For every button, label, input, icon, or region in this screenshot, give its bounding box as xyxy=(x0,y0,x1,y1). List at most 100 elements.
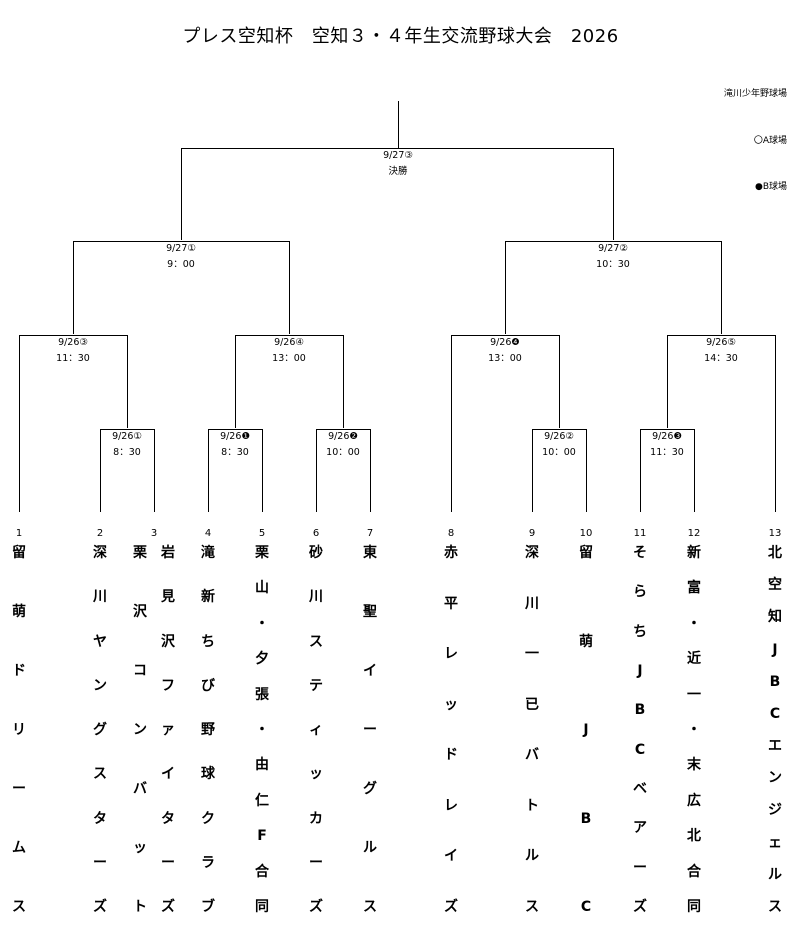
team-name-char: 張 xyxy=(255,686,269,703)
r1-5-bracket xyxy=(640,429,695,512)
team-name-char: 由 xyxy=(255,757,269,774)
team-name-char: 平 xyxy=(444,595,458,612)
team-name-char: 滝 xyxy=(201,545,215,561)
team-name-char: ッ xyxy=(133,840,147,856)
team-name-char: C xyxy=(580,899,592,915)
team-name-char: 末 xyxy=(687,757,701,774)
match-date: 9/26❹ xyxy=(490,337,520,348)
team-name-char: ァ xyxy=(161,722,175,738)
team-name-char: 已 xyxy=(525,696,539,713)
seed-number: 1 xyxy=(15,528,23,539)
match-date: 9/27③ xyxy=(383,150,413,161)
team-name-char: 夕 xyxy=(255,651,269,668)
team-name-char: ン xyxy=(768,770,782,787)
team-name-char: 萌 xyxy=(12,604,26,620)
team-name-char: ン xyxy=(93,677,107,694)
team-name-char: バ xyxy=(133,781,147,797)
team-name-char: ・ xyxy=(255,722,269,738)
team-name-char: 一 xyxy=(687,686,701,703)
team-name-char: 新 xyxy=(201,589,215,606)
team-name-char: ト xyxy=(525,797,539,814)
team-name-char: 岩 xyxy=(161,545,175,561)
team-name-char: ス xyxy=(363,899,377,915)
team-name-char: J xyxy=(637,663,643,679)
team-name-char: ア xyxy=(633,820,647,837)
team-name-char: ズ xyxy=(633,899,647,915)
match-time: 10：00 xyxy=(542,447,576,458)
team-name: 岩見沢ファイターズ xyxy=(156,545,180,915)
team-name-char: 同 xyxy=(687,899,701,915)
team-name-char: 聖 xyxy=(363,604,377,620)
r1-3-bracket xyxy=(316,429,371,512)
team-name: 砂川スティッカーズ xyxy=(304,545,328,915)
team-name-char: ズ xyxy=(444,899,458,915)
team-name-char: ち xyxy=(201,633,215,650)
team-name: 深川ヤングスターズ xyxy=(88,545,112,915)
team-name-char: グ xyxy=(363,781,377,797)
seed-number: 2 xyxy=(96,528,104,539)
team-name-char: ブ xyxy=(201,899,215,915)
qf3-bracket xyxy=(451,335,560,512)
team-name-char: ベ xyxy=(633,781,647,797)
qf1-bracket xyxy=(19,335,128,512)
seed-number: 3 xyxy=(150,528,158,539)
team-name-char: ズ xyxy=(93,899,107,915)
team-name-char: ヤ xyxy=(93,633,107,650)
team-name-char: ス xyxy=(12,899,26,915)
team-name-char: 沢 xyxy=(161,633,175,650)
team-name-char: 萌 xyxy=(579,633,593,650)
match-time: 14：30 xyxy=(704,353,738,364)
team-name-char: F xyxy=(257,828,267,845)
team-name-char: ラ xyxy=(201,854,215,871)
quarterfinal-match-label: 9/26❹ 13：00 xyxy=(460,335,550,367)
team-name-char: タ xyxy=(93,810,107,827)
match-time: 13：00 xyxy=(488,353,522,364)
seed-number: 7 xyxy=(366,528,374,539)
match-round-name: 決勝 xyxy=(388,166,408,177)
team-name-char: ィ xyxy=(309,722,323,738)
team-name-char: ー xyxy=(12,781,26,797)
team-name-char: C xyxy=(634,741,646,758)
team-name-char: ス xyxy=(525,899,539,915)
team-name-char: C xyxy=(769,705,781,722)
team-name-char: 合 xyxy=(687,863,701,880)
team-name-char: ム xyxy=(12,840,26,856)
team-name-char: ジ xyxy=(768,802,782,819)
team-name-char: ル xyxy=(363,840,377,856)
first-round-match-label: 9/26❶ 8：30 xyxy=(190,429,280,461)
team-name-char: ン xyxy=(133,722,147,738)
team-name-char: ェ xyxy=(768,834,782,851)
team-name-char: び xyxy=(201,677,215,694)
team-name-char: 留 xyxy=(579,545,593,561)
team-name-char: ズ xyxy=(161,899,175,915)
seed-number: 9 xyxy=(528,528,536,539)
team-name-char: 新 xyxy=(687,545,701,561)
team-name-char: 野 xyxy=(201,722,215,738)
team-name-char: ス xyxy=(768,899,782,915)
team-name-char: 空 xyxy=(768,577,782,594)
team-name-char: ち xyxy=(633,623,647,640)
match-time: 8：30 xyxy=(113,447,141,458)
team-name-char: カ xyxy=(309,810,323,827)
team-name-char: バ xyxy=(525,747,539,764)
team-name-char: ル xyxy=(525,848,539,865)
team-name-char: イ xyxy=(161,766,175,783)
team-name: 赤平レッドレイズ xyxy=(439,545,463,915)
team-name-char: B xyxy=(769,673,781,690)
team-name-char: 砂 xyxy=(309,545,323,561)
final-bracket xyxy=(181,148,614,240)
match-date: 9/27② xyxy=(598,243,628,254)
team-name-char: 栗 xyxy=(133,545,147,561)
team-name-char: レ xyxy=(444,646,458,663)
team-name-char: 広 xyxy=(687,792,701,809)
first-round-match-label: 9/26❷ 10：00 xyxy=(298,429,388,461)
seed-number: 5 xyxy=(258,528,266,539)
match-time: 8：30 xyxy=(221,447,249,458)
team-name-char: フ xyxy=(161,677,175,694)
team-name-char: 川 xyxy=(309,589,323,606)
team-name-char: ク xyxy=(201,810,215,827)
match-time: 11：30 xyxy=(56,353,90,364)
legend-b-field: ●B球場 xyxy=(754,182,787,192)
